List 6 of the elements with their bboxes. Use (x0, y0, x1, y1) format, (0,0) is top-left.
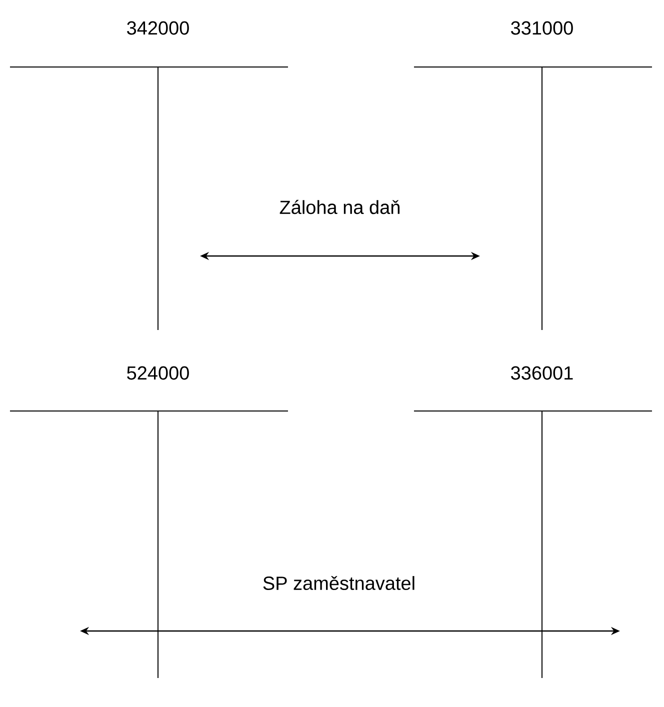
account-number: 336001 (511, 366, 573, 380)
account-number: 342000 (127, 21, 189, 35)
account-number: 524000 (127, 366, 189, 380)
edge-label: Záloha na daň (280, 200, 400, 214)
account-number: 331000 (511, 21, 573, 35)
edge-label: SP zaměstnavatel (263, 576, 414, 590)
